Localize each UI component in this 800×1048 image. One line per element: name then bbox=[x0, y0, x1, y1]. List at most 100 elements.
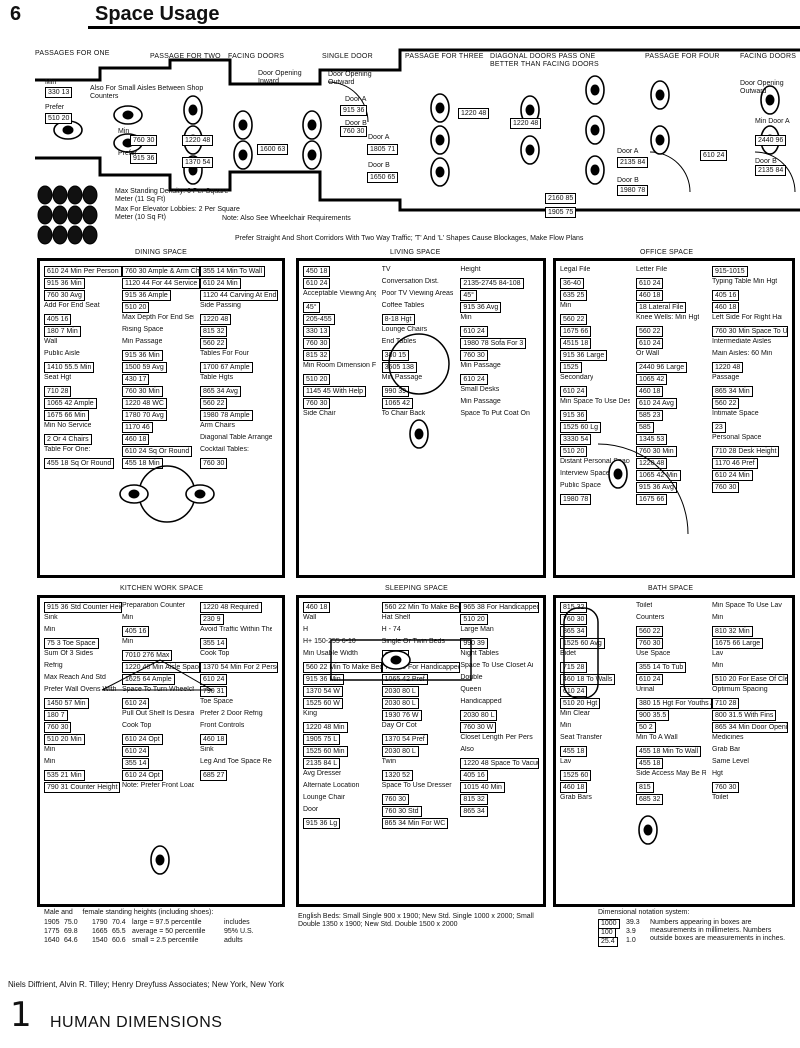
passage-caption: PASSAGE FOR TWO bbox=[150, 53, 221, 60]
annotation-label: Coffee Tables bbox=[381, 302, 425, 309]
dimension-box: 865 34 bbox=[560, 626, 588, 637]
dimension-box: 1805 71 bbox=[367, 144, 399, 155]
dimension-box: 760 30 bbox=[460, 350, 488, 361]
bather bbox=[638, 815, 658, 845]
annotation-label: H+ 150-255 6-10 bbox=[303, 638, 356, 645]
dimension-box: 965 38 For Handicapped bbox=[460, 602, 539, 613]
annotation-label: Space To Use Dresser bbox=[381, 782, 452, 789]
dimension-box: 510 20 Hgt bbox=[560, 698, 601, 709]
dimension-box: 1675 66 Large bbox=[712, 638, 764, 649]
dimension-box: 610 24 bbox=[560, 686, 588, 697]
annotation-label: Min bbox=[460, 314, 472, 321]
annotation-label: Front Controls bbox=[200, 722, 245, 729]
dimension-box: 790 31 bbox=[200, 686, 228, 697]
crowd-figure bbox=[52, 205, 68, 225]
annotation-label: Urinal bbox=[636, 686, 655, 693]
table-head-b: female standing heights (including shoes… bbox=[82, 909, 214, 916]
annotation-label: H - 74 bbox=[381, 626, 401, 633]
kitchen-caption: KITCHEN WORK SPACE bbox=[120, 585, 204, 592]
dimension-box: 760 30 W bbox=[460, 722, 497, 733]
crowd-figure bbox=[52, 225, 68, 245]
person-top-view bbox=[430, 93, 450, 123]
annotation-label: Queen bbox=[460, 686, 482, 693]
dimension-box: 180 7 bbox=[44, 710, 68, 721]
notation-mm: 25.4 bbox=[598, 937, 618, 947]
dimension-box: 2030 80 L bbox=[381, 686, 419, 697]
annotation-label: Alternate Location bbox=[303, 782, 360, 789]
dimension-box: 760 30 Min bbox=[636, 446, 677, 457]
dimension-box: 2160 85 bbox=[545, 193, 577, 204]
dimension-box: 915 36 Std Counter Height bbox=[44, 602, 122, 613]
annotation-label: Toilet bbox=[712, 794, 729, 801]
annotation-label: Wall bbox=[303, 614, 317, 621]
annotation-label: Min Passage bbox=[460, 362, 501, 369]
dimension-box: 405 16 bbox=[122, 626, 150, 637]
dimension-box: 4515 18 bbox=[560, 338, 592, 349]
dimension-box: 760 30 bbox=[200, 458, 228, 469]
table-cell: large = 97.5 percentile bbox=[132, 919, 202, 926]
dimension-box: 460 18 bbox=[636, 290, 664, 301]
dimension-box: 915 36 bbox=[560, 410, 588, 421]
passage-note: Also For Small Aisles Between Shop Count… bbox=[90, 85, 204, 100]
annotation-label: Space To Use Closet And To Dress bbox=[460, 662, 533, 669]
dimension-box: 2440 96 bbox=[755, 135, 787, 146]
annotation-label: Optimum Spacing bbox=[712, 686, 768, 693]
annotation-label: Arm Chairs bbox=[200, 422, 236, 429]
annotation-label: Double bbox=[460, 674, 483, 681]
dimension-box: 45° bbox=[460, 290, 477, 301]
annotation-label: Side Passing bbox=[200, 302, 241, 309]
dimension-label: Min bbox=[118, 128, 130, 135]
annotation-label: Min bbox=[44, 746, 56, 753]
dimension-box: 205-455 bbox=[303, 314, 335, 325]
person-top-view bbox=[520, 135, 540, 165]
annotation-label: Avg Dresser bbox=[303, 770, 342, 777]
annotation-label: Use Space bbox=[636, 650, 671, 657]
dimension-box: 1220 48 Space To Vacuum Under Bed And Mi… bbox=[460, 758, 539, 769]
dimension-box: 610 24 bbox=[700, 150, 728, 161]
annotation-label: Acceptable Viewing Angles bbox=[303, 290, 376, 297]
annotation-label: Grab Bars bbox=[560, 794, 592, 801]
dimension-box: 915 36 Min bbox=[303, 674, 344, 685]
dimension-box: 355 14 To Tub bbox=[636, 662, 687, 673]
dimension-box: 610 24 bbox=[636, 278, 664, 289]
annotation-label: Letter File bbox=[636, 266, 668, 273]
annotation-label: Diagonal Table Arrangements bbox=[200, 434, 272, 441]
person-top-view bbox=[650, 125, 670, 155]
annotation-label: Day Or Cot bbox=[381, 722, 417, 729]
dimension-box: 915 36 Lg bbox=[303, 818, 341, 829]
dimension-box: 405 16 bbox=[460, 770, 488, 781]
dimension-box: 560 22 bbox=[636, 326, 664, 337]
dimension-box: 610 24 bbox=[636, 674, 664, 685]
person-top-view bbox=[650, 80, 670, 110]
annotation-label: Preparation Counter bbox=[122, 602, 186, 609]
dimension-box: 455 18 Sq Or Round bbox=[44, 458, 115, 469]
dimension-box: 2135 84 bbox=[755, 165, 787, 176]
dimension-box: 455 18 bbox=[636, 758, 664, 769]
dimension-box: 1370 54 bbox=[182, 157, 214, 168]
dimension-label: Min Door A bbox=[755, 118, 790, 125]
dimension-box: 865 34 Min Door Opening bbox=[712, 722, 788, 733]
passage-caption: SINGLE DOOR bbox=[322, 53, 373, 60]
kitchen-panel bbox=[37, 595, 285, 907]
dimension-box: 1650 65 bbox=[367, 172, 399, 183]
annotation-label: Max Depth For End Service bbox=[122, 314, 194, 321]
table-cell: small = 2.5 percentile bbox=[132, 937, 199, 944]
annotation-label: Height bbox=[460, 266, 481, 273]
dimension-box: 45° bbox=[303, 302, 320, 313]
annotation-label: Night Tables bbox=[460, 650, 499, 657]
dimension-box: 635 25 bbox=[560, 290, 588, 301]
person-top-view bbox=[430, 125, 450, 155]
dimension-box: 915 36 Avg bbox=[460, 302, 502, 313]
dimension-box: 2030 80 L bbox=[460, 710, 498, 721]
passage-note: Max For Elevator Lobbies: 2 Per Square M… bbox=[115, 206, 240, 221]
annotation-label: Max Reach And Std bbox=[44, 674, 106, 681]
dimension-box: 1980 78 Ample bbox=[200, 410, 253, 421]
annotation-label: Lav bbox=[712, 650, 724, 657]
dimension-box: 50 2 bbox=[636, 722, 656, 733]
credit-line: Niels Diffrient, Alvin R. Tilley; Henry … bbox=[8, 980, 284, 989]
sleeping-caption: SLEEPING SPACE bbox=[385, 585, 448, 592]
annotation-label: H bbox=[303, 626, 309, 633]
passage-note: Note: Also See Wheelchair Requirements bbox=[222, 215, 351, 222]
dimension-box: 430 17 bbox=[122, 374, 150, 385]
dimension-box: 510 20 bbox=[45, 113, 73, 124]
